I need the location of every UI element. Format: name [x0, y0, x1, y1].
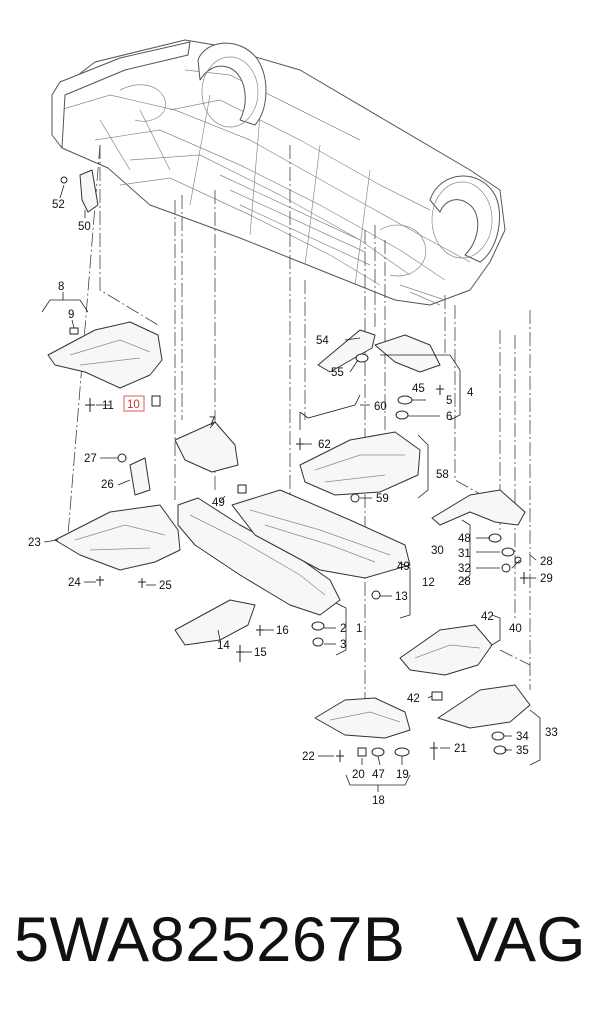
- parts: [47, 169, 531, 739]
- callout-54: 54: [316, 335, 329, 347]
- callout-9: 9: [68, 309, 74, 321]
- callout-11: 11: [102, 400, 114, 412]
- callout-14: 14: [217, 640, 230, 652]
- callout-47: 47: [372, 769, 385, 781]
- callout-59: 59: [376, 493, 389, 505]
- callout-20: 20: [352, 769, 365, 781]
- callout-26: 26: [101, 479, 114, 491]
- callout-2: 2: [340, 623, 346, 635]
- callout-4: 4: [467, 387, 474, 399]
- car-underbody-illustration: [51, 39, 506, 306]
- caption-bar: 5WA825267B VAG: [0, 895, 600, 985]
- callout-15: 15: [254, 647, 267, 659]
- part-number: 5WA825267B: [14, 905, 406, 975]
- leader-lines: [41, 184, 541, 792]
- callout-25: 25: [159, 580, 172, 592]
- callout-45: 45: [412, 383, 425, 395]
- callout-49-right: 49: [397, 561, 410, 573]
- callout-48: 48: [458, 533, 471, 545]
- callout-40: 40: [509, 623, 522, 635]
- callout-28-right: 28: [540, 556, 553, 568]
- callout-6: 6: [446, 411, 452, 423]
- brand-name: VAG: [456, 905, 586, 975]
- callout-18: 18: [372, 795, 385, 807]
- callout-42-top: 42: [481, 611, 494, 623]
- callout-10: 10: [127, 399, 140, 411]
- callout-10-highlight: 10: [123, 395, 145, 412]
- callout-13: 13: [395, 591, 408, 603]
- callout-58: 58: [436, 469, 449, 481]
- callout-1: 1: [356, 623, 362, 635]
- callout-21: 21: [454, 743, 467, 755]
- callout-33: 33: [545, 727, 558, 739]
- parts-exploded-diagram: 52 50 8 9 11 10 27 26 23 24 25 7 49 49 1…: [28, 39, 558, 807]
- callout-16: 16: [276, 625, 289, 637]
- callout-52: 52: [52, 199, 65, 211]
- callout-5: 5: [446, 395, 452, 407]
- callout-55: 55: [331, 367, 344, 379]
- callout-22: 22: [302, 751, 315, 763]
- callout-12: 12: [422, 577, 435, 589]
- callout-60: 60: [374, 401, 387, 413]
- callout-23: 23: [28, 537, 41, 549]
- callout-35: 35: [516, 745, 529, 757]
- callout-7: 7: [209, 416, 215, 428]
- callout-24: 24: [68, 577, 81, 589]
- callout-42-bottom: 42: [407, 693, 420, 705]
- callout-34: 34: [516, 731, 529, 743]
- callout-29: 29: [540, 573, 553, 585]
- callout-labels: 52 50 8 9 11 10 27 26 23 24 25 7 49 49 1…: [28, 199, 558, 807]
- callout-32: 32: [458, 563, 471, 575]
- callout-8: 8: [58, 281, 64, 293]
- callout-3: 3: [340, 639, 346, 651]
- callout-28-lower: 28: [458, 576, 471, 588]
- callout-30: 30: [431, 545, 444, 557]
- callout-49-left: 49: [212, 497, 225, 509]
- callout-31: 31: [458, 548, 471, 560]
- callout-27: 27: [84, 453, 97, 465]
- callout-50: 50: [78, 221, 91, 233]
- callout-19: 19: [396, 769, 409, 781]
- callout-62: 62: [318, 439, 331, 451]
